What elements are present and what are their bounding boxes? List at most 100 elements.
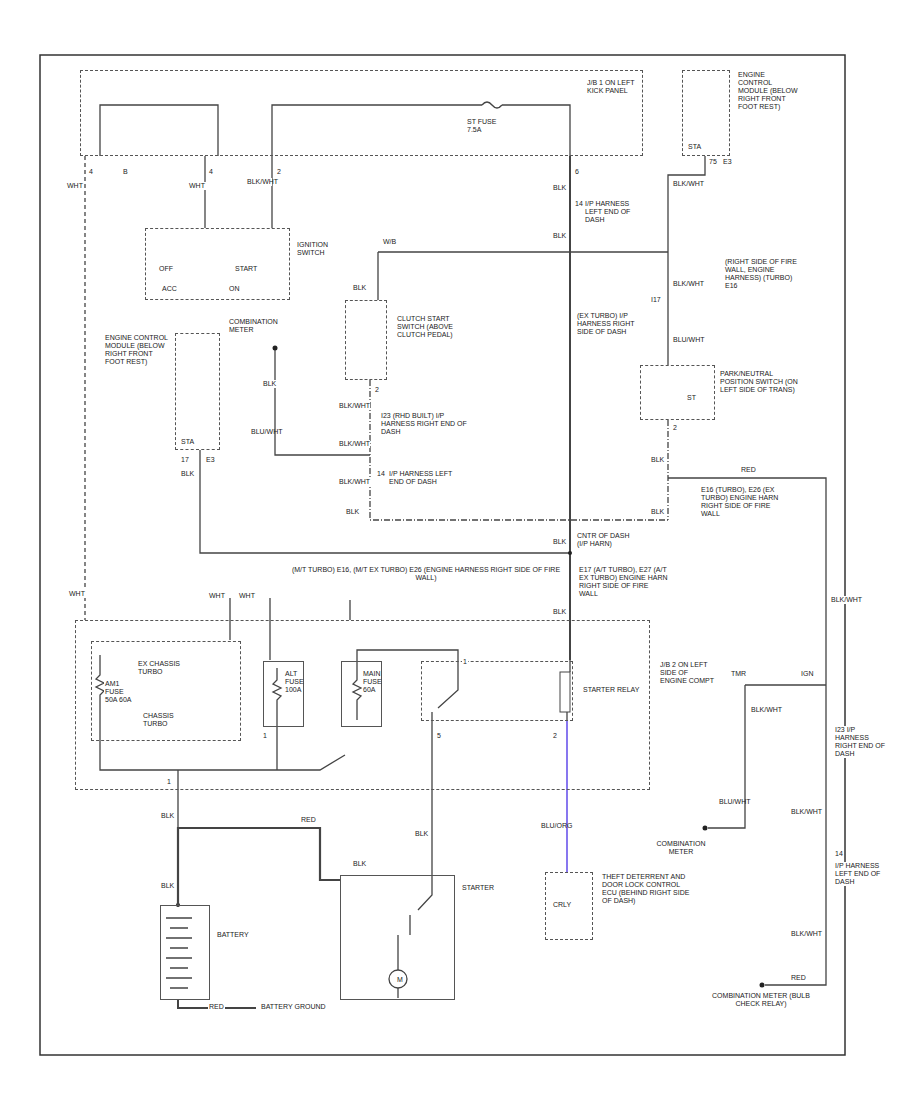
wire-label: 2	[672, 424, 678, 432]
wire-label: 2	[276, 168, 282, 176]
wire-label: ST FUSE 7.5A	[466, 118, 502, 134]
wire-label: IGN	[800, 670, 814, 678]
wire-label: RED	[740, 466, 757, 474]
wire	[668, 156, 705, 365]
node-text: START	[234, 265, 258, 273]
wire-label: 6	[574, 168, 580, 176]
node-text: THEFT DETERRENT AND DOOR LOCK CONTROL EC…	[601, 873, 693, 905]
node-label: J/B 2 ON LEFT SIDE OF ENGINE COMPT	[659, 661, 716, 685]
wire-label: 2	[552, 732, 558, 740]
node-text: CHASSIS TURBO	[142, 712, 199, 728]
node-label: ALT FUSE 100A	[284, 670, 301, 694]
connector-dot	[760, 983, 765, 988]
connector-dot	[273, 346, 278, 351]
node-box: J/B 2 ON LEFT SIDE OF ENGINE COMPTAM1 FU…	[75, 620, 650, 790]
wire-label: BLK/WHT	[338, 402, 370, 410]
wire	[230, 598, 350, 660]
wire	[84, 156, 85, 620]
wire	[204, 156, 205, 228]
wire-label: BLK/WHT	[750, 706, 783, 714]
node-label: STARTER RELAY	[582, 686, 642, 694]
wire-label: (EX TURBO) I/P HARNESS RIGHT SIDE OF DAS…	[576, 312, 642, 336]
wire	[378, 252, 668, 300]
wire-label: 17	[180, 456, 190, 464]
wire-label: 1	[462, 658, 468, 666]
wire-label: BLK	[414, 830, 429, 838]
node-box: STARTERM	[340, 875, 455, 1000]
node-box: IGNITION SWITCHOFFSTARTACCON	[145, 228, 290, 300]
wire-label: B	[122, 168, 129, 176]
battery-plates	[166, 918, 192, 988]
node-text: ENGINE CONTROL MODULE (BELOW RIGHT FRONT…	[104, 334, 172, 366]
wire-label: W/B	[382, 238, 397, 246]
node-text: PARK/NEUTRAL POSITION SWITCH (ON LEFT SI…	[719, 370, 799, 394]
wire-label: BLK/WHT	[672, 280, 705, 288]
wires	[85, 102, 826, 1008]
wire-label: WHT	[66, 182, 84, 190]
wire-label: BLK	[650, 456, 665, 464]
wire-label: CNTR OF DASH (I/P HARN)	[576, 532, 634, 548]
wire-label: BLK/WHT	[790, 808, 823, 816]
wire-label: BLK	[650, 508, 665, 516]
wire-label: I/P HARNESS LEFT END OF DASH	[388, 470, 460, 486]
wire-label: BLK	[160, 812, 175, 820]
wire-label: BLK/WHT	[830, 596, 863, 604]
wire-label: 14	[376, 470, 386, 478]
wire-label: COMBINATION METER (BULB CHECK RELAY)	[700, 992, 822, 1008]
node-box: STPARK/NEUTRAL POSITION SWITCH (ON LEFT …	[640, 365, 715, 420]
wire-label: WHT	[188, 182, 206, 190]
wire-label: BLK	[552, 184, 567, 192]
wire-label: BLU/ORG	[540, 822, 566, 830]
fuse-symbol	[96, 655, 104, 730]
node-box: STAENGINE CONTROL MODULE (BELOW RIGHT FR…	[175, 333, 220, 450]
wire-connector	[566, 721, 568, 872]
wire-label: BLK	[552, 538, 567, 546]
wire	[200, 450, 570, 553]
wire-label: BLK/WHT	[672, 180, 705, 188]
wire-label: E17 (A/T TURBO), E27 (A/T EX TURBO) ENGI…	[578, 566, 670, 598]
wire-label: COMBINATION METER	[650, 840, 712, 856]
wire-label: 75	[708, 158, 718, 166]
node-box: MAIN FUSE 60A	[341, 661, 382, 727]
node-label: IGNITION SWITCH	[296, 241, 353, 257]
wire-label: BLK	[180, 470, 195, 478]
junction-dots	[176, 346, 765, 988]
wire-label: BLK/WHT	[790, 930, 823, 938]
node-box: ALT FUSE 100A	[263, 661, 304, 727]
wire-label: 4	[208, 168, 214, 176]
wire	[668, 478, 826, 985]
frame	[40, 55, 845, 1055]
wire	[100, 105, 218, 156]
wire-label: WHT	[208, 592, 226, 600]
motor-symbol	[389, 970, 407, 988]
wire-connector	[271, 156, 272, 228]
node-label: CLUTCH START SWITCH (ABOVE CLUTCH PEDAL)	[396, 315, 458, 339]
wire	[502, 105, 570, 156]
wire-label: COMBINATION METER	[228, 318, 286, 334]
wire-label: 5	[436, 732, 442, 740]
wire-label: BLK	[262, 380, 277, 388]
wire-label: I/P HARNESS LEFT END OF DASH	[584, 200, 642, 224]
wire-label: BLK	[352, 284, 367, 292]
wire-label: RED	[208, 1003, 225, 1011]
node-label: CRLY	[552, 901, 572, 909]
node-label: MAIN FUSE 60A	[362, 670, 379, 694]
relay-coil	[560, 672, 570, 712]
node-box: STARTER RELAY	[421, 661, 573, 721]
wire-label: BLK	[345, 508, 360, 516]
wire-label: 1	[262, 732, 268, 740]
wire-label: E3	[205, 456, 216, 464]
relay-contact	[357, 650, 458, 875]
wire-label: (RIGHT SIDE OF FIRE WALL, ENGINE HARNESS…	[724, 258, 798, 290]
node-label: STA	[687, 143, 702, 151]
node-label: ST	[686, 394, 697, 402]
wire	[272, 105, 482, 156]
node-box: STAENGINE CONTROL MODULE (BELOW RIGHT FR…	[682, 70, 730, 156]
wire-label: BLU/WHT	[250, 428, 274, 436]
wire-label: 14	[574, 200, 584, 208]
wire-label: BLU/WHT	[672, 336, 698, 344]
junction-dot	[568, 551, 572, 555]
